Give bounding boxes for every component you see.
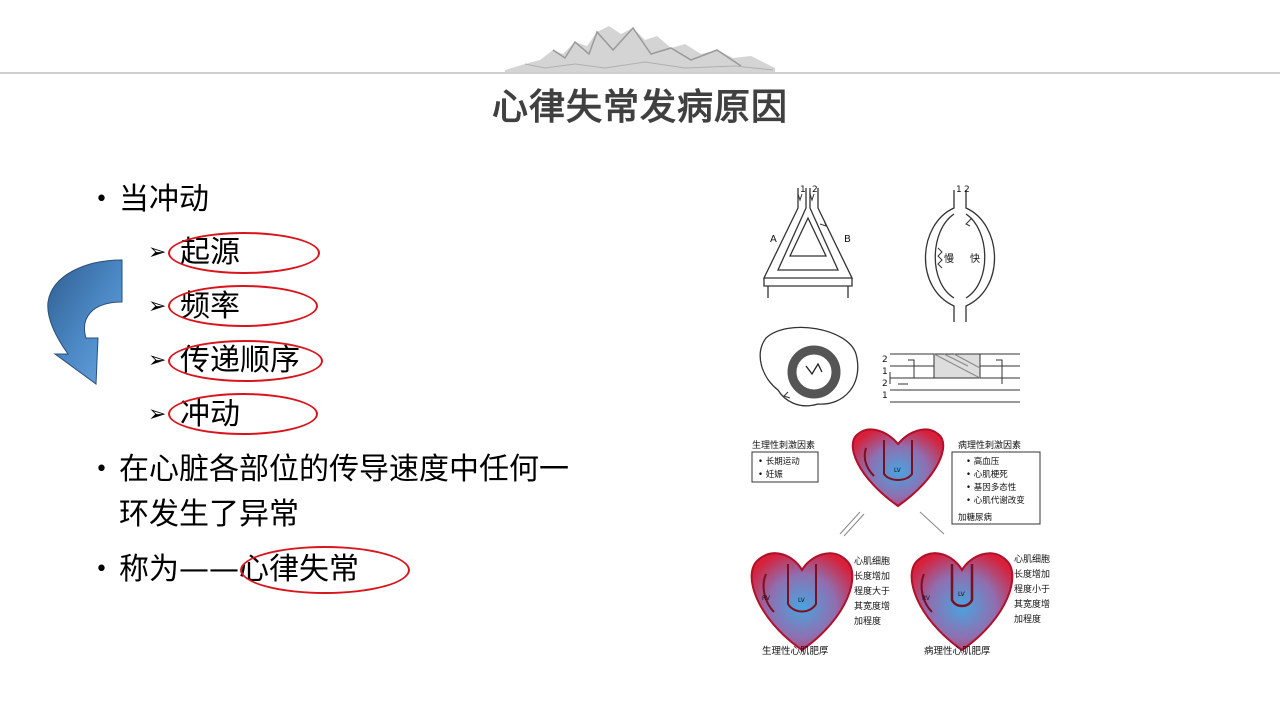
physio-item: • 妊娠 [758,469,783,480]
bullet-text: 在心脏各部位的传导速度中任何一 [119,452,569,487]
heart-note-line: 长度增加 [1014,568,1050,580]
strip-row-label: 1 [882,367,888,377]
label-slow: 慢 [944,253,954,265]
sub-arrow-icon: ➢ [148,402,167,427]
conduction-strip-diagram [889,353,1020,403]
heart-note-line: 加程度 [854,615,881,627]
highlight-oval [168,393,318,435]
heart-note-line: 心肌细胞 [1014,553,1050,565]
sub-arrow-icon: ➢ [148,240,167,265]
strip-row-label: 1 [882,391,888,401]
bullet-dot: • [95,187,108,212]
label-fast: 快 [970,253,980,265]
heart-lv-label: LV [958,591,966,598]
heart-rv-label: RV [762,595,771,602]
connector-line [919,511,945,535]
patho-item: • 心肌代谢改变 [966,495,1025,506]
label-1: 1 [800,185,806,195]
heart-caption: 生理性心肌肥厚 [762,645,829,657]
physio-box [751,451,819,483]
patho-box [951,451,1041,525]
bullet-item: • 当冲动 [95,180,209,220]
bullet-text-continued: 环发生了异常 [119,497,299,532]
bullet-text: 当冲动 [119,182,209,217]
patho-item: • 心肌梗死 [966,469,1008,480]
bullet-item: • 在心脏各部位的传导速度中任何一 [95,450,569,490]
header-divider [0,72,1280,74]
sub-arrow-icon: ➢ [148,294,167,319]
label-1: 1 [956,185,962,195]
patho-box-title: 病理性刺激因素 [958,439,1021,451]
patho-item: • 高血压 [966,456,1000,467]
reentry-loop-diagram [924,190,996,322]
heart-caption: 病理性心肌肥厚 [924,645,991,657]
figure-diagram: A B 1 2 1 2 慢 快 2 1 2 1 生理性刺激因素 • 长期运动 •… [750,185,1050,657]
physio-box-title: 生理性刺激因素 [752,439,815,451]
slide-title: 心律失常发病原因 [491,87,788,128]
strip-row-label: 2 [882,355,888,365]
heart-note-line: 长度增加 [854,570,890,582]
heart-lv-label: LV [894,467,902,474]
patho-item: • 基因多态性 [966,482,1017,493]
heart-note-line: 程度大于 [854,585,890,597]
heart-note-line: 其宽度增 [854,600,890,612]
connector-line [839,511,865,537]
heart-rv-label: RV [922,595,931,602]
ring-reentry-diagram [759,326,859,407]
highlight-oval [168,340,323,382]
reentry-triangle-diagram [762,188,854,298]
label-2: 2 [964,185,970,195]
heart-note-line: 程度小于 [1014,583,1050,595]
highlight-oval [168,285,318,327]
mountain-decoration-icon [505,26,775,72]
label-b: B [844,234,851,245]
bullet-dot: • [95,457,108,482]
heart-pathological-illustration [910,552,1014,652]
label-2: 2 [812,185,818,195]
heart-note-line: 心肌细胞 [854,555,890,567]
heart-note-line: 加程度 [1014,613,1041,625]
physio-item: • 长期运动 [758,456,800,467]
patho-item: 加糖尿病 [958,512,993,523]
label-a: A [770,234,777,245]
heart-note-line: 其宽度增 [1014,598,1050,610]
bullet-dot: • [95,557,108,582]
sub-arrow-icon: ➢ [148,348,167,373]
heart-lv-label: LV [798,597,806,604]
heart-physiological-illustration [750,552,854,652]
heart-top-illustration [851,428,945,508]
curved-arrow-icon [47,259,123,385]
strip-row-label: 2 [882,379,888,389]
highlight-oval [168,232,320,274]
highlight-oval [240,546,410,594]
